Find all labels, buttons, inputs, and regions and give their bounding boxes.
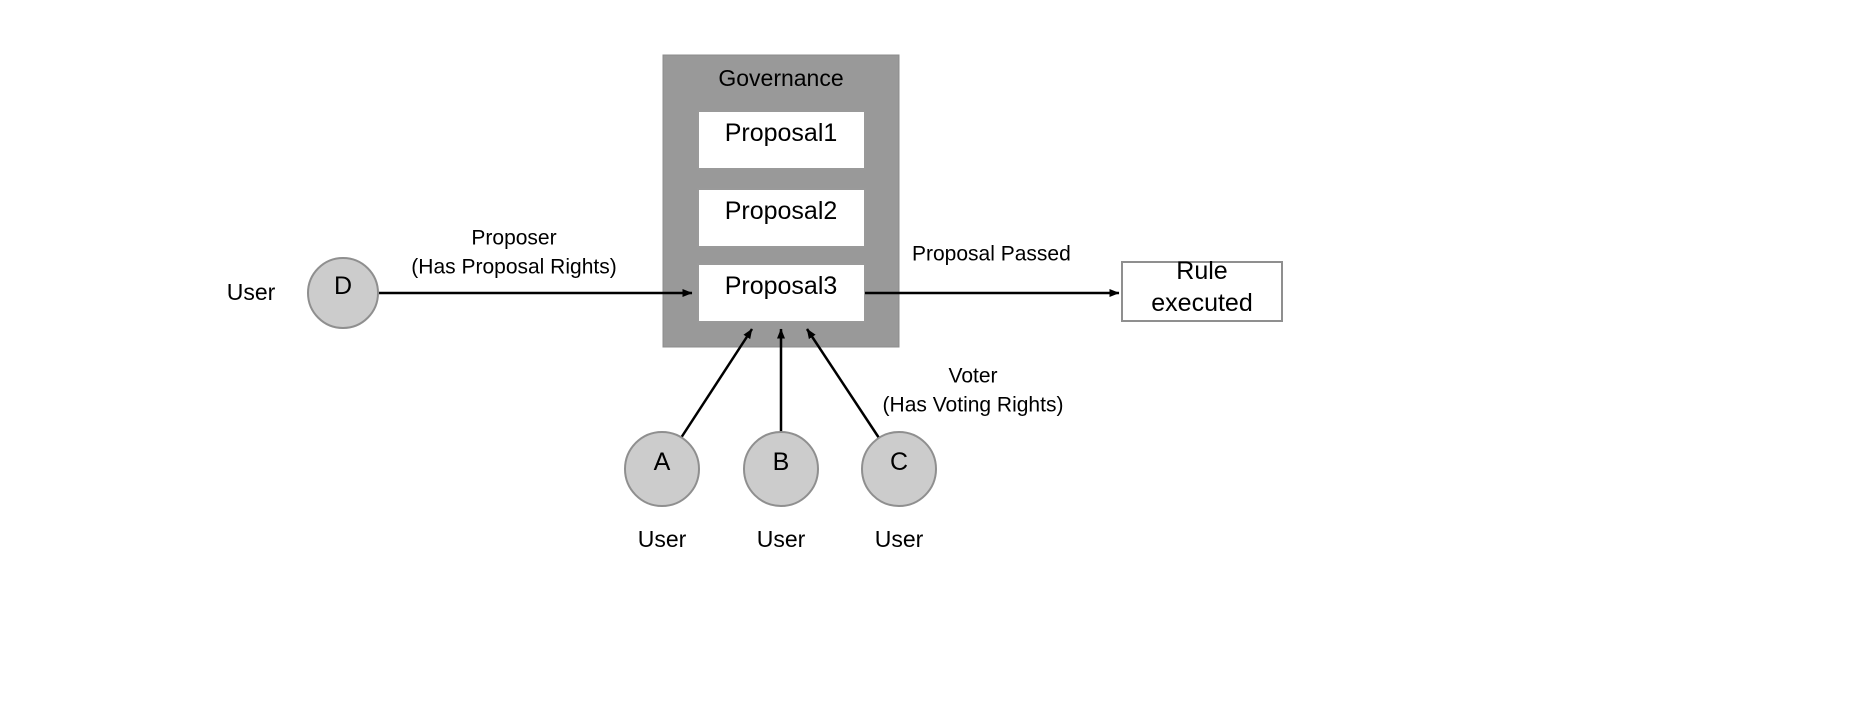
proposal-item-3[interactable]: Proposal3 [697,263,866,323]
edge-voter-a-to-proposal3 [677,328,754,442]
rule-executed-line2: executed [1151,289,1252,317]
proposal-2-label: Proposal2 [725,197,838,225]
actor-b-circle[interactable] [743,431,819,507]
actor-c-label: C [890,448,908,476]
edge-label-proposer-line2: (Has Proposal Rights) [411,256,616,279]
proposal-2-box[interactable] [697,188,866,248]
actor-b-caption: User [757,526,806,552]
actor-d-caption: User [227,279,276,305]
proposal-1-label: Proposal1 [725,119,838,147]
proposal-1-box[interactable] [697,110,866,170]
actor-c-caption: User [875,526,924,552]
proposal-item-2[interactable]: Proposal2 [697,188,866,248]
actor-c-circle[interactable] [861,431,937,507]
edge-label-voter-line2: (Has Voting Rights) [883,394,1064,417]
edge-label-proposal-passed: Proposal Passed [912,243,1071,266]
proposal-3-label: Proposal3 [725,272,838,300]
actor-d-circle[interactable] [307,257,379,329]
actor-a-caption: User [638,526,687,552]
proposal-item-1[interactable]: Proposal1 [697,110,866,170]
actor-b-label: B [773,448,790,476]
rule-executed-line1: Rule [1176,257,1227,285]
actor-d-label: D [334,272,352,300]
governance-title: Governance [718,65,843,91]
rule-executed-box[interactable] [1121,261,1283,322]
edge-voter-c-to-proposal3 [805,328,883,442]
actor-a-label: A [654,448,671,476]
actor-a-circle[interactable] [624,431,700,507]
edge-label-proposer-line1: Proposer [471,227,556,250]
edge-label-voter-line1: Voter [948,365,997,388]
